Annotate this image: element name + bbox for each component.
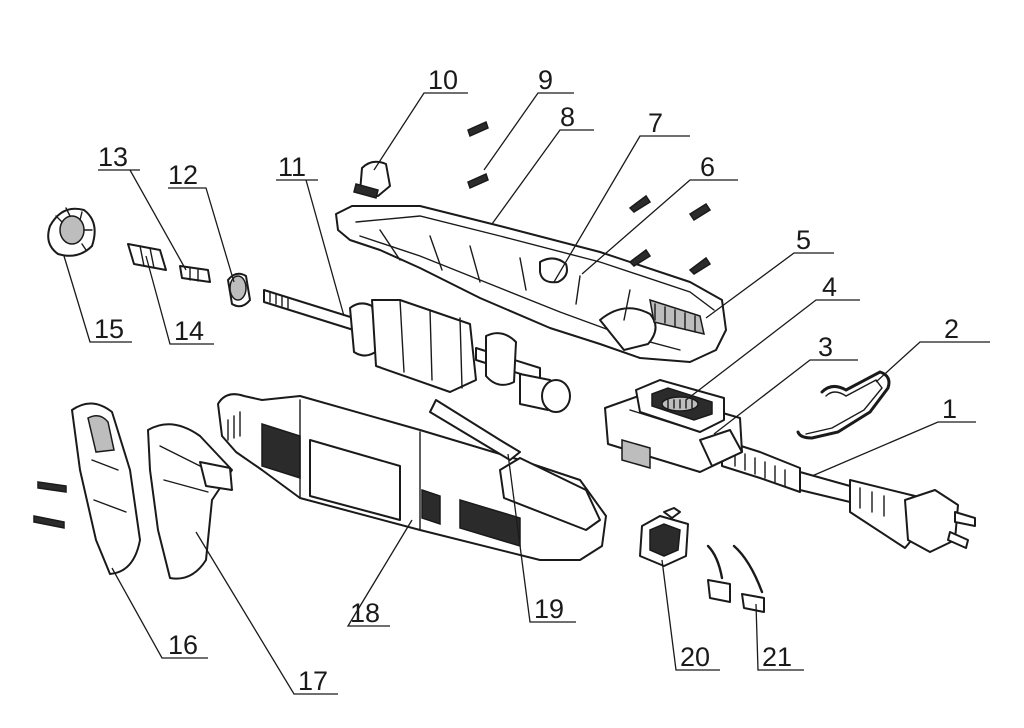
callout-18: 18 [350,598,380,628]
leader-14 [145,255,214,345]
part-17-rear-cap [147,423,233,580]
callout-19: 19 [534,594,564,624]
leader-5 [705,252,834,319]
callout-12: 12 [168,160,198,190]
callout-3: 3 [818,332,833,362]
callout-17: 17 [298,666,328,696]
leader-8 [491,129,594,225]
part-13-spindle-pin [179,265,211,283]
callout-10: 10 [428,65,458,95]
part-16-rear-cap [71,402,141,575]
leader-9 [483,92,574,171]
leader-13 [98,169,187,271]
part-15-collet-nut [47,207,96,257]
part-10-lock-button [353,160,391,199]
part-12-bearing [227,272,251,308]
leader-3 [713,359,858,435]
leader-10 [373,92,468,171]
leader-lines [63,92,990,695]
leader-11 [276,179,345,317]
leader-21 [755,603,804,671]
callout-13: 13 [98,142,128,172]
leader-1 [811,421,976,477]
leader-15 [63,255,132,343]
part-4-speed-regulator [635,379,725,433]
callout-5: 5 [796,225,811,255]
callout-14: 14 [174,316,204,346]
callout-11: 11 [278,152,306,182]
part-9-screws [33,120,712,529]
callout-6: 6 [700,152,715,182]
part-11-motor-armature [263,289,541,393]
callout-21: 21 [762,642,792,672]
part-20-switch-button [639,507,689,567]
leader-6 [581,179,738,275]
part-21-contact-terminals [706,544,765,613]
callout-16: 16 [168,630,198,660]
callout-9: 9 [538,65,553,95]
part-19-brush-holder [429,373,571,461]
leader-12 [168,187,235,283]
part-1-power-cord [721,439,976,553]
callout-4: 4 [822,272,837,302]
callout-20: 20 [680,642,710,672]
leader-19 [507,453,576,623]
callout-1: 1 [942,394,957,424]
leader-18 [346,519,413,627]
callout-7: 7 [648,108,663,138]
callout-8: 8 [560,102,575,132]
part-2-wire-clip [796,370,891,440]
leader-17 [195,531,338,695]
callout-2: 2 [944,314,959,344]
leader-20 [661,559,720,671]
part-18-lower-housing [217,393,607,561]
upper-housing-half [335,205,727,363]
callout-labels: 1 2 3 4 5 6 7 8 9 10 11 12 13 14 15 16 1… [94,65,959,696]
leader-7 [553,135,690,283]
leader-4 [685,299,860,401]
leader-16 [111,567,208,659]
callout-15: 15 [94,314,124,344]
leader-2 [875,341,990,383]
part-14-collet [127,243,167,271]
